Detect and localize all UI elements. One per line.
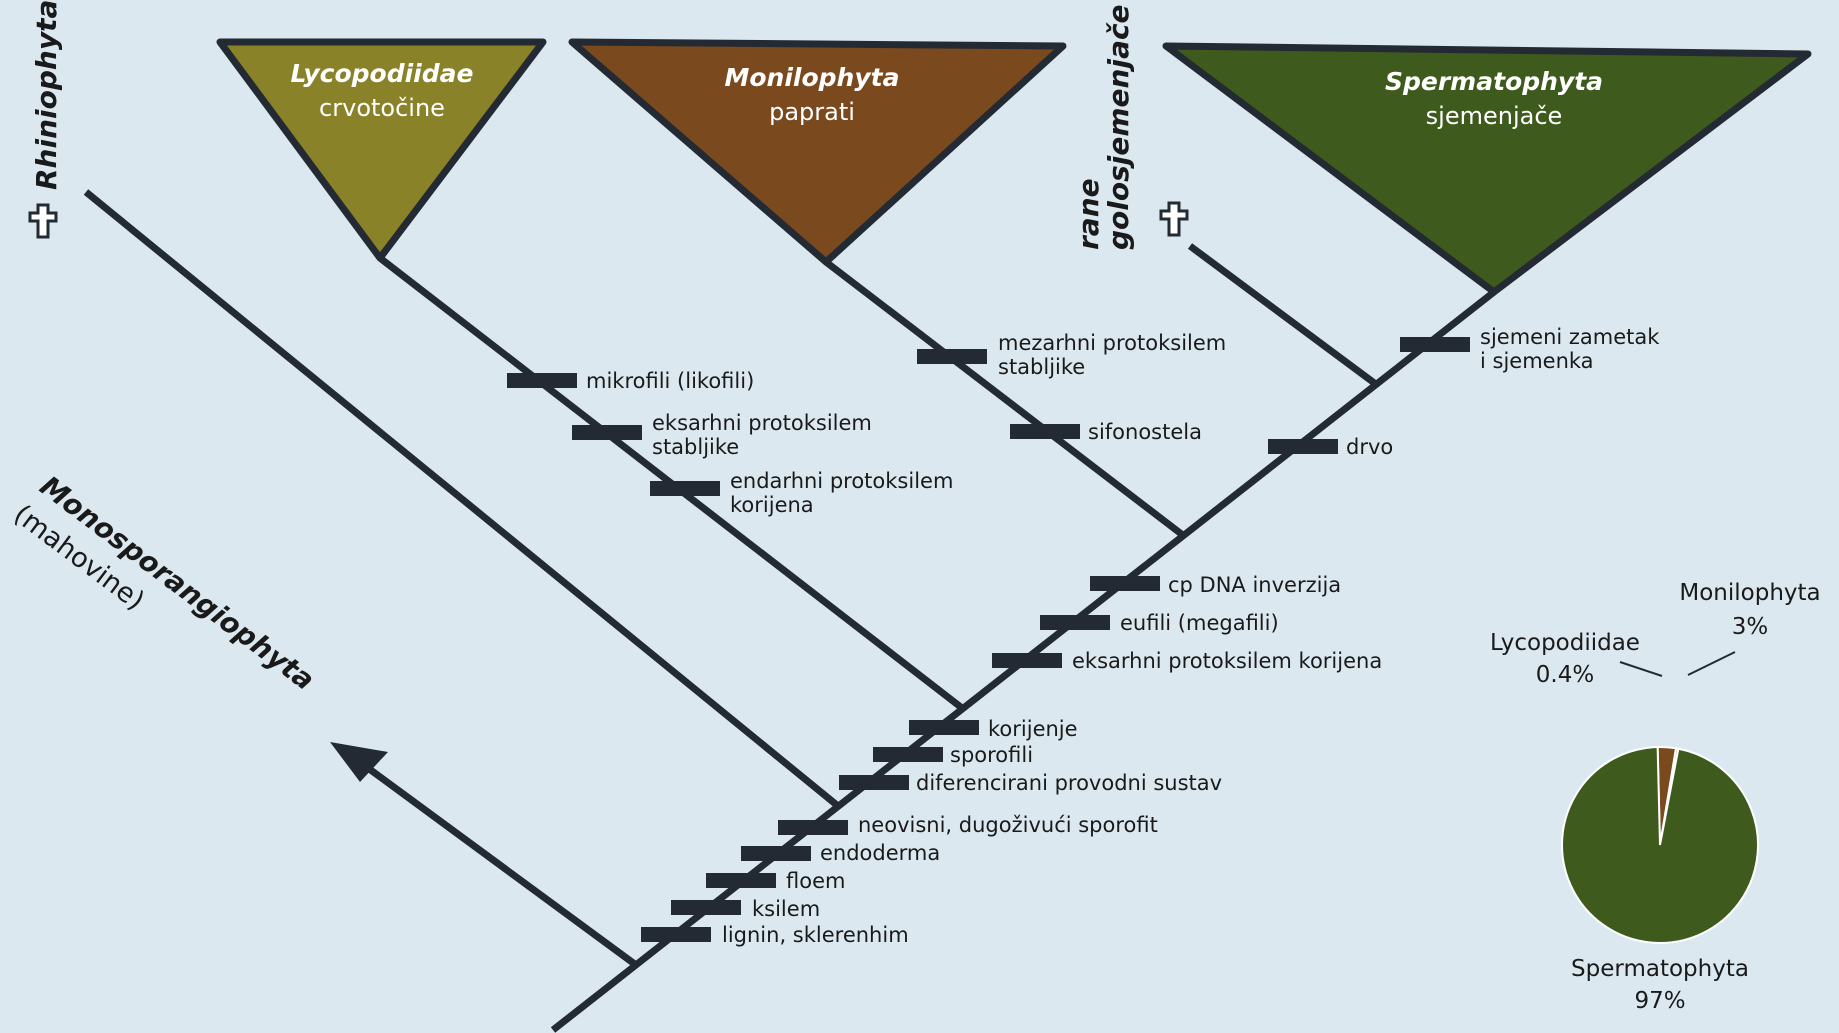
pie-leader-monilophyta xyxy=(1687,651,1736,676)
monilophyta-name: Monilophyta xyxy=(725,63,900,92)
pie-slice-spermatophyta xyxy=(1561,746,1759,944)
label-endoderma: endoderma xyxy=(820,841,940,865)
character-bar-eufili xyxy=(1040,615,1110,630)
monilophyta-branch xyxy=(823,259,1187,539)
label-provodni: diferencirani provodni sustav xyxy=(916,771,1222,795)
character-bar-floem xyxy=(706,873,776,888)
character-bar-sjemeni xyxy=(1400,337,1470,352)
monilophyta-triangle xyxy=(568,38,1067,266)
pie-value-spermatophyta: 97% xyxy=(1634,988,1685,1014)
label-mezarhni-1: mezarhni protoksilem xyxy=(998,331,1226,355)
label-cp-dna: cp DNA inverzija xyxy=(1168,573,1341,597)
pie-label-spermatophyta: Spermatophyta xyxy=(1571,956,1749,982)
early-gymnosperms-label-1: rane xyxy=(1072,178,1105,250)
lycopodiidae-common-name: crvotočine xyxy=(319,94,445,122)
character-bar-drvo xyxy=(1268,439,1338,454)
label-eksarhni-korijena: eksarhni protoksilem korijena xyxy=(1072,649,1382,673)
lycopodiidae-name: Lycopodiidae xyxy=(291,59,474,88)
label-floem: floem xyxy=(786,869,845,893)
label-ksilem: ksilem xyxy=(752,897,820,921)
label-eksarhni-stabljike-1: eksarhni protoksilem xyxy=(652,411,872,435)
character-bar-cp-dna xyxy=(1090,576,1160,591)
pie-leader-lycopodiidae xyxy=(1619,661,1663,677)
arrow-head-icon xyxy=(330,742,388,782)
pie-label-lycopodiidae: Lycopodiidae xyxy=(1490,630,1640,656)
label-eufili: eufili (megafili) xyxy=(1120,611,1279,635)
label-sjemeni-2: i sjemenka xyxy=(1480,349,1594,373)
character-bar-eksarhni-korijena xyxy=(992,653,1062,668)
outgroup-branch xyxy=(365,765,639,968)
label-lignin: lignin, sklerenhim xyxy=(722,923,909,947)
character-bar-ksilem xyxy=(671,900,741,915)
label-sporofit: neovisni, dugoživući sporofit xyxy=(858,813,1158,837)
character-bar-sporofit xyxy=(778,820,848,835)
label-drvo: drvo xyxy=(1346,435,1393,459)
character-bar-provodni xyxy=(839,775,909,790)
label-korijenje: korijenje xyxy=(988,717,1078,741)
character-bar-endoderma xyxy=(741,846,811,861)
spermatophyta-common-name: sjemenjače xyxy=(1426,102,1563,130)
monilophyta-common-name: paprati xyxy=(769,98,855,126)
character-bar-sifonostela xyxy=(1010,424,1080,439)
label-sifonostela: sifonostela xyxy=(1088,420,1202,444)
pie-value-lycopodiidae: 0.4% xyxy=(1536,662,1594,688)
outgroup-name: Monosporangiophyta xyxy=(34,469,321,697)
label-endarhni-2: korijena xyxy=(730,493,814,517)
cross-icon xyxy=(28,203,58,239)
pie-label-monilophyta: Monilophyta xyxy=(1679,580,1820,606)
spermatophyta-triangle xyxy=(1162,42,1812,296)
early-gymnosperm-branch xyxy=(1187,243,1380,388)
character-bar-mikrofili xyxy=(507,373,577,388)
early-gymnosperms-label-2: golosjemenjače xyxy=(1102,4,1135,250)
label-sporofili: sporofili xyxy=(950,743,1033,767)
label-eksarhni-stabljike-2: stabljike xyxy=(652,435,739,459)
pie-chart xyxy=(1561,746,1759,944)
character-bar-mezarhni xyxy=(917,349,987,364)
label-mikrofili: mikrofili (likofili) xyxy=(586,369,754,393)
lycopodiidae-triangle xyxy=(216,38,547,262)
character-bar-korijenje xyxy=(909,720,979,735)
character-bar-endarhni xyxy=(650,481,720,496)
cross-icon xyxy=(1159,201,1189,237)
rhiniophyta-branch xyxy=(83,189,841,809)
character-bar-eksarhni-stabljike xyxy=(572,425,642,440)
character-bar-lignin xyxy=(641,927,711,942)
label-endarhni-1: endarhni protoksilem xyxy=(730,469,953,493)
label-mezarhni-2: stabljike xyxy=(998,355,1085,379)
rhiniophyta-label: Rhiniophyta xyxy=(30,0,63,190)
character-bar-sporofili xyxy=(873,747,943,762)
pie-value-monilophyta: 3% xyxy=(1732,614,1769,640)
label-sjemeni-1: sjemeni zametak xyxy=(1480,325,1660,349)
spermatophyta-name: Spermatophyta xyxy=(1385,67,1603,96)
